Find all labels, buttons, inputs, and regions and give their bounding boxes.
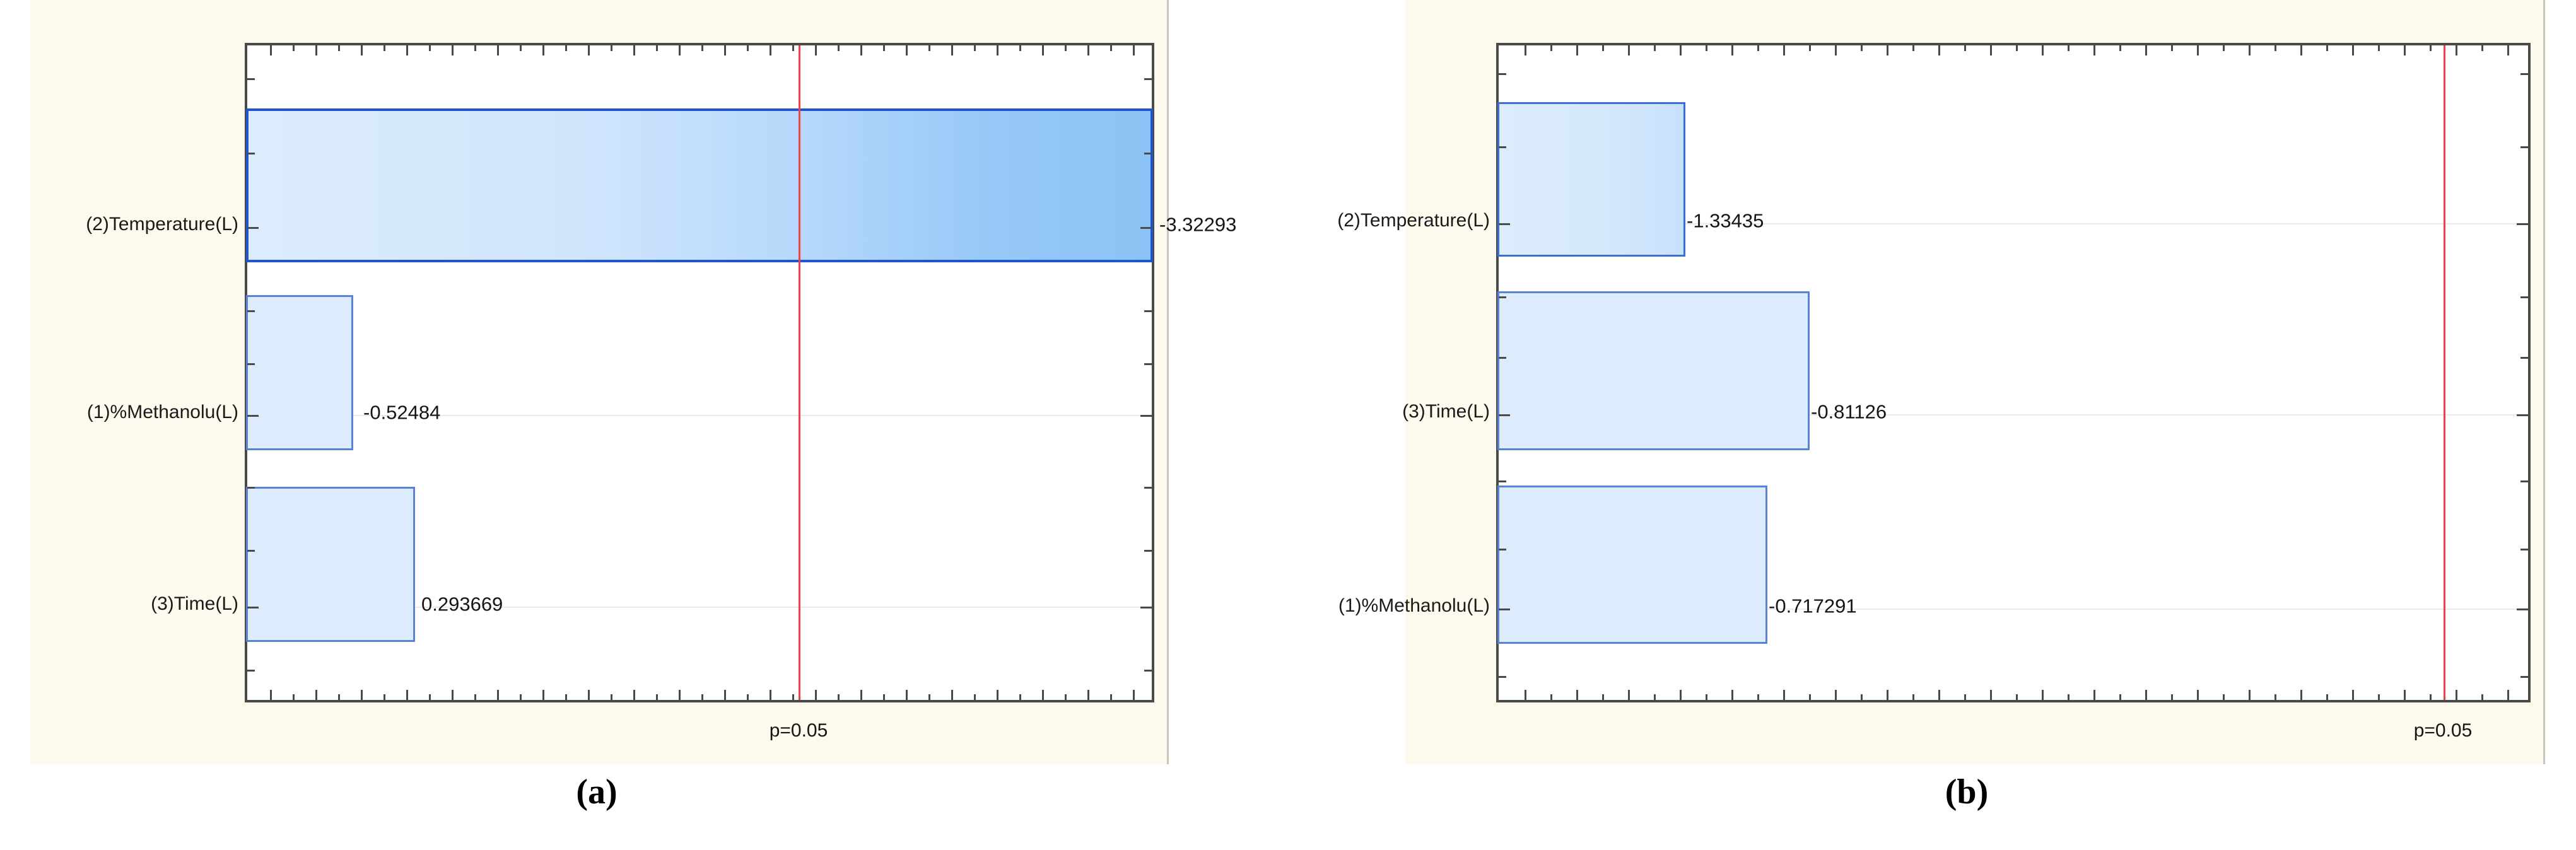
value-label-b-1: -1.33435 bbox=[1687, 209, 1764, 232]
value-label-b-2: -0.81126 bbox=[1811, 400, 1887, 423]
bar-b-time bbox=[1497, 291, 1810, 450]
value-label-b-3: -0.717291 bbox=[1769, 595, 1857, 617]
gridline-b-3 bbox=[1499, 608, 2528, 610]
gridline-a-2 bbox=[247, 415, 1152, 416]
category-label-b-3: (1)%Methanolu(L) bbox=[1338, 595, 1490, 616]
category-label-a-1: (2)Temperature(L) bbox=[86, 214, 238, 235]
category-label-b-2: (3)Time(L) bbox=[1402, 401, 1490, 422]
significance-line-a bbox=[799, 45, 800, 700]
panel-a: (2)Temperature(L) (1)%Methanolu(L) (3)Ti… bbox=[30, 0, 1236, 764]
subcaption-b: (b) bbox=[1945, 772, 1989, 812]
significance-line-b bbox=[2444, 45, 2445, 700]
bar-b-methanolu bbox=[1497, 486, 1767, 644]
value-label-a-2: -0.52484 bbox=[363, 401, 441, 424]
gridline-b-1 bbox=[1499, 223, 2528, 224]
bar-b-temperature bbox=[1497, 102, 1685, 257]
category-label-b-1: (2)Temperature(L) bbox=[1337, 210, 1490, 231]
significance-label-b: p=0.05 bbox=[2413, 720, 2473, 741]
panel-b: (2)Temperature(L) (3)Time(L) (1)%Methano… bbox=[1337, 0, 2545, 764]
ticks-top-a bbox=[247, 45, 1152, 55]
ticks-top-b bbox=[1499, 45, 2528, 55]
ticks-bottom-a bbox=[247, 690, 1152, 700]
subcaption-a: (a) bbox=[576, 772, 618, 812]
category-label-a-3: (3)Time(L) bbox=[151, 593, 238, 614]
significance-label-a: p=0.05 bbox=[769, 720, 828, 741]
bar-a-methanolu bbox=[246, 295, 353, 450]
plot-area-b bbox=[1496, 43, 2531, 702]
category-label-a-2: (1)%Methanolu(L) bbox=[86, 402, 238, 422]
ticks-right-b bbox=[2517, 45, 2528, 700]
value-label-a-1: -3.32293 bbox=[1159, 213, 1237, 236]
bar-a-time bbox=[246, 487, 415, 642]
ticks-bottom-b bbox=[1499, 690, 2528, 700]
gridline-a-3 bbox=[247, 607, 1152, 608]
value-label-a-3: 0.293669 bbox=[421, 593, 503, 615]
plot-area-a bbox=[245, 43, 1154, 702]
bar-a-temperature bbox=[246, 108, 1153, 262]
gridline-b-2 bbox=[1499, 414, 2528, 416]
